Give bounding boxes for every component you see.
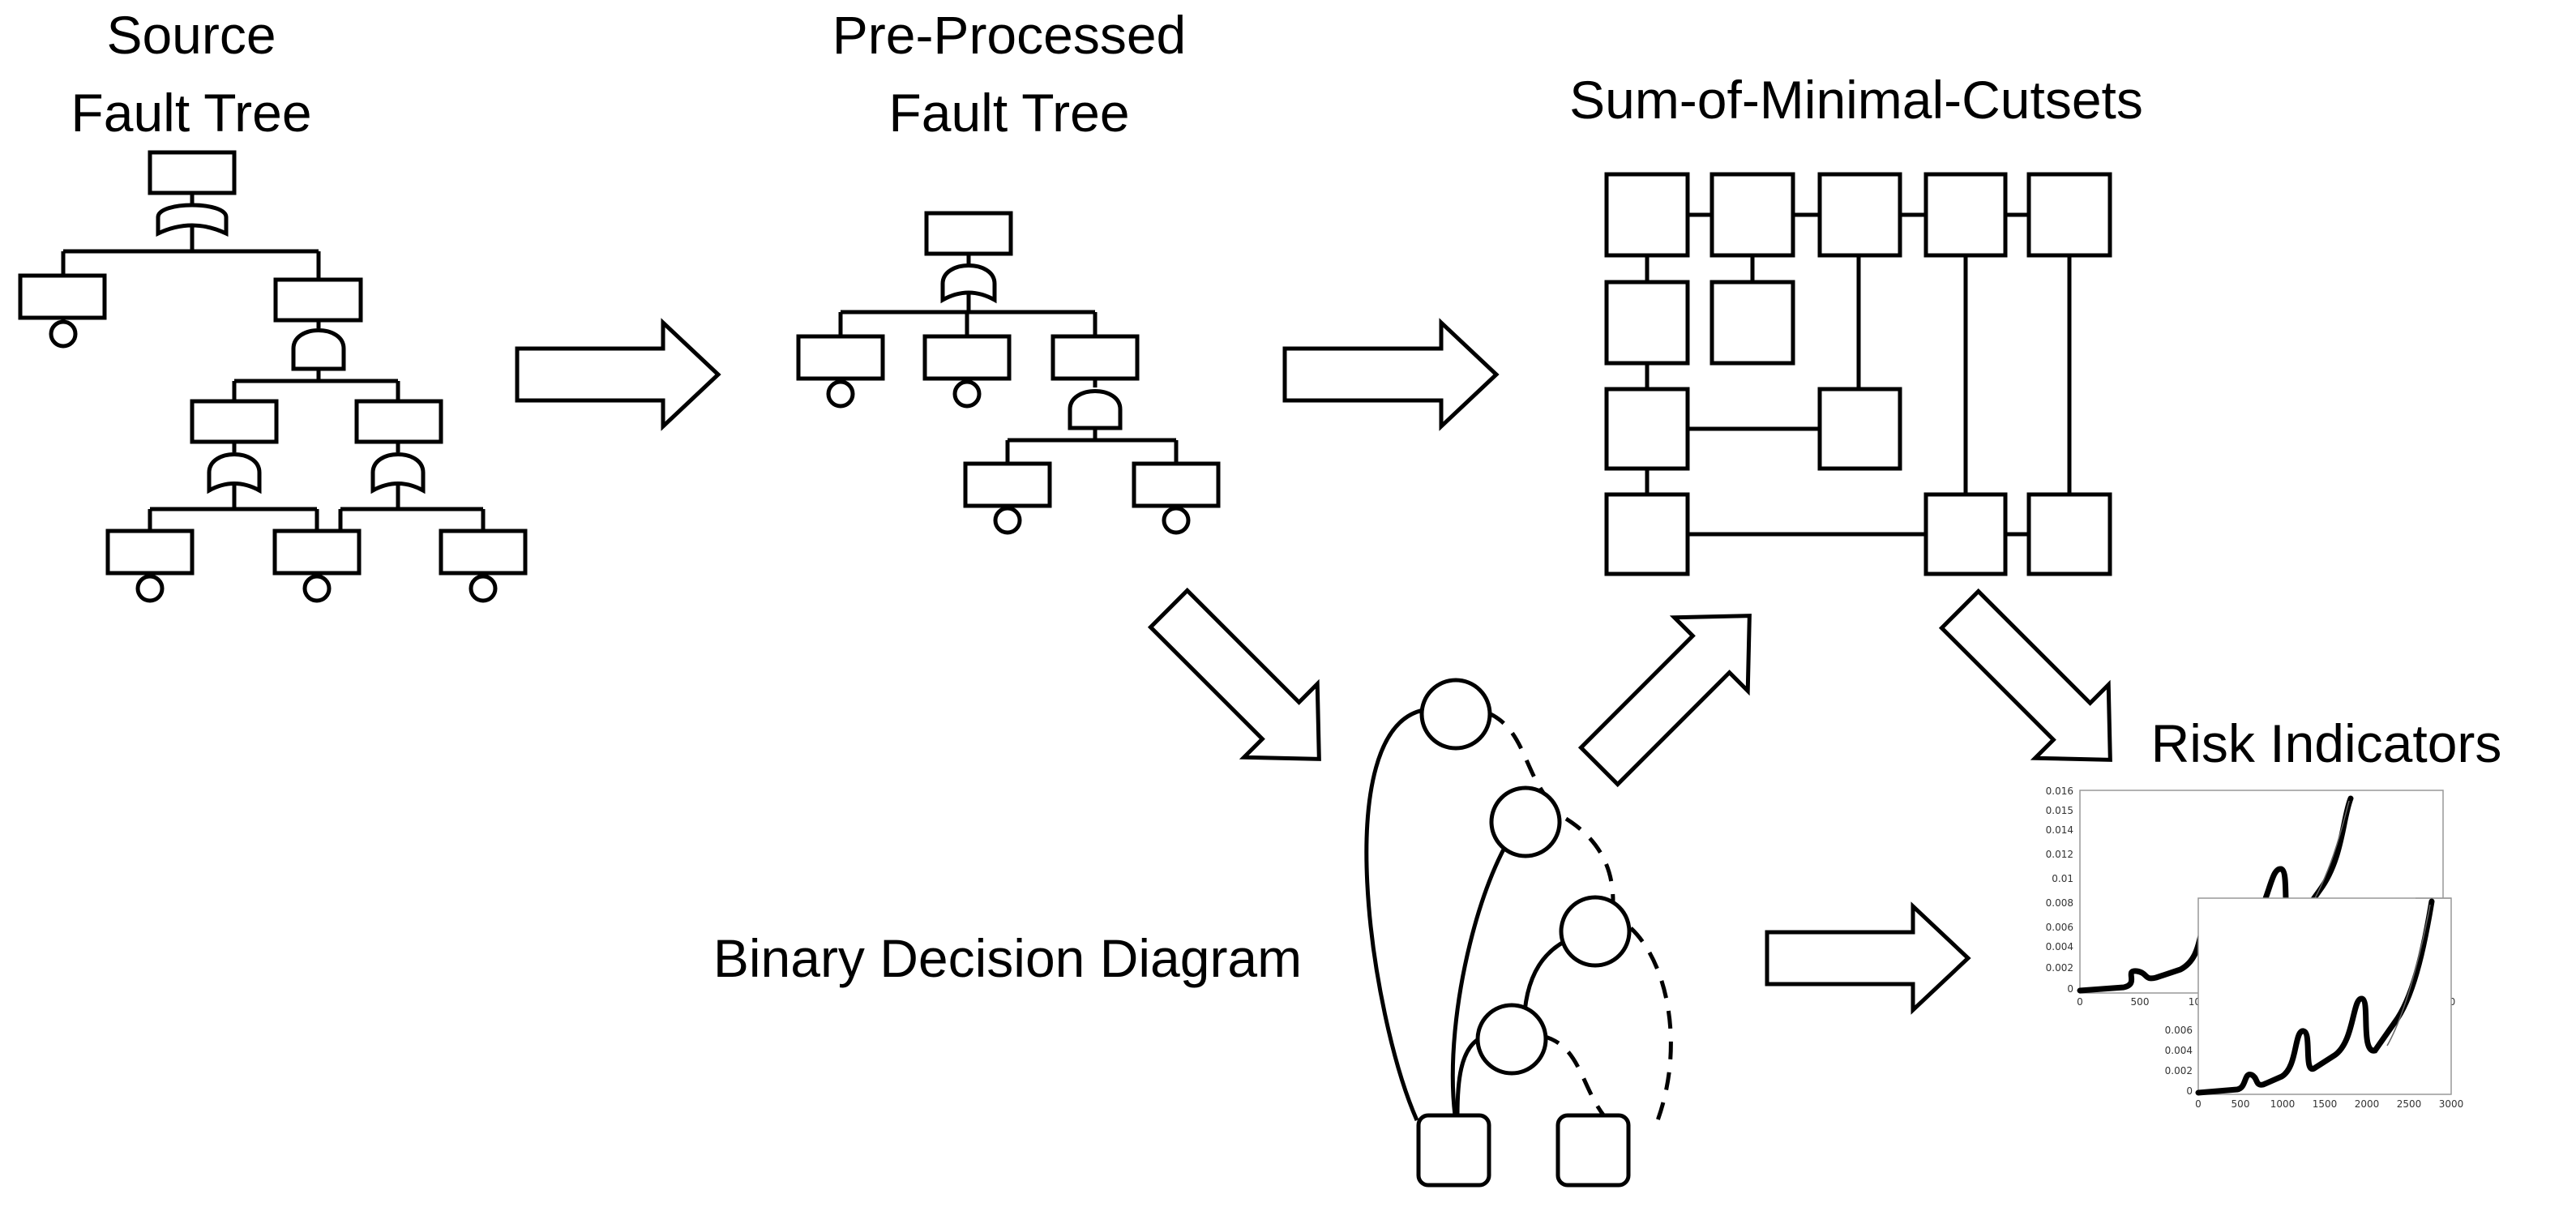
arrow-down-right-icon [1147,587,1321,761]
cutset-box [1604,280,1690,366]
bdd-decision-node [1489,785,1562,858]
basic-event-circle-icon [469,574,498,603]
basic-event-box [272,529,362,576]
and-gate-icon [291,328,346,371]
x-tick-label: 1500 [2313,1098,2338,1110]
x-tick-label: 0 [2077,996,2083,1008]
or-gate-icon [940,263,997,304]
x-tick-label: 2500 [2397,1098,2422,1110]
y-tick-label: 0.015 [2046,805,2073,816]
basic-event-box [922,334,1012,381]
y-tick-label: 0.014 [2046,824,2073,836]
cutsets-title: Sum-of-Minimal-Cutsets [1569,70,2143,130]
arrow-up-right-icon [1577,614,1752,788]
basic-event-circle-icon [49,319,78,349]
risk-plot-2: 0.006 0.004 0.002 0 0 500 1000 1500 2000… [2165,897,2463,1110]
preprocessed-fault-tree-title-line1: Pre-Processed [832,5,1187,65]
y-tick-label: 0.004 [2165,1045,2193,1056]
basic-event-box [105,529,195,576]
y-tick-label: 0.01 [2052,873,2073,884]
basic-event-circle-icon [1162,506,1191,535]
cutset-box [1604,387,1690,471]
intermediate-event-box [273,277,363,323]
cutset-box [2026,172,2112,258]
cutset-box [1923,492,2008,576]
x-tick-label: 500 [2131,996,2150,1008]
arrow-right-icon [515,318,721,431]
x-tick-label: 3000 [2439,1098,2464,1110]
bdd-title: Binary Decision Diagram [713,928,1302,988]
preprocessed-fault-tree-title-line2: Fault Tree [888,83,1129,143]
basic-event-box [439,529,528,576]
intermediate-event-box [1051,334,1140,381]
or-gate-icon [207,452,262,494]
x-tick-label: 500 [2232,1098,2250,1110]
basic-event-box [963,461,1052,508]
intermediate-event-box [354,399,443,444]
top-event-box [148,150,237,195]
arrow-down-right-icon [1938,588,2112,762]
and-gate-icon [1068,389,1123,430]
y-tick-label: 0.008 [2046,897,2073,909]
x-tick-label: 2000 [2355,1098,2380,1110]
cutset-box [1817,387,1902,471]
or-gate-icon [156,203,229,237]
bdd-decision-node [1419,678,1492,751]
cutset-box [1709,172,1795,258]
top-event-box [924,211,1013,256]
risk-curve [2195,898,2435,1096]
basic-event-box [18,273,107,320]
y-tick-label: 0.006 [2165,1025,2193,1036]
bdd-terminal-node [1555,1113,1631,1188]
y-tick-label: 0 [2067,983,2073,995]
source-fault-tree [18,150,528,603]
or-gate-icon [370,452,426,494]
minimal-cutsets-grid [1604,172,2112,576]
basic-event-circle-icon [135,574,165,603]
y-tick-label: 0.016 [2046,785,2073,797]
cutset-box [1923,172,2008,258]
y-tick-labels: 0.016 0.015 0.014 0.012 0.01 0.008 0.006… [2046,785,2073,995]
arrow-right-icon [1282,318,1500,431]
x-tick-label: 0 [2195,1098,2202,1110]
basic-event-circle-icon [302,574,332,603]
basic-event-circle-icon [952,379,982,409]
cutset-box [1604,492,1690,576]
cutset-box [1604,172,1690,258]
cutset-box [1709,280,1795,366]
bdd-decision-node [1559,895,1632,968]
y-tick-label: 0.004 [2046,941,2073,952]
arrow-right-icon [1765,901,1971,1015]
basic-event-circle-icon [993,506,1022,535]
bdd-decision-node [1475,1003,1548,1076]
preprocessed-fault-tree [796,211,1221,535]
basic-event-box [1132,461,1221,508]
risk-indicators-title: Risk Indicators [2151,713,2502,773]
y-tick-label: 0.002 [2165,1065,2193,1076]
x-tick-labels: 0 500 1000 1500 2000 2500 3000 [2195,1098,2463,1110]
y-tick-label: 0 [2186,1085,2193,1097]
source-fault-tree-title-line1: Source [106,5,276,65]
intermediate-event-box [190,399,279,444]
binary-decision-diagram [1364,678,1673,1188]
x-tick-label: 1000 [2270,1098,2296,1110]
y-tick-label: 0.006 [2046,922,2073,933]
source-fault-tree-title-line2: Fault Tree [71,83,311,143]
cutset-box [1817,172,1902,258]
y-tick-label: 0.002 [2046,962,2073,974]
cutset-box [2026,492,2112,576]
basic-event-box [796,334,885,381]
bdd-terminal-node [1416,1113,1491,1188]
y-tick-label: 0.012 [2046,849,2073,860]
y-tick-labels: 0.006 0.004 0.002 0 [2165,1025,2193,1097]
risk-curve-thin [2386,904,2431,1046]
basic-event-circle-icon [826,379,855,409]
